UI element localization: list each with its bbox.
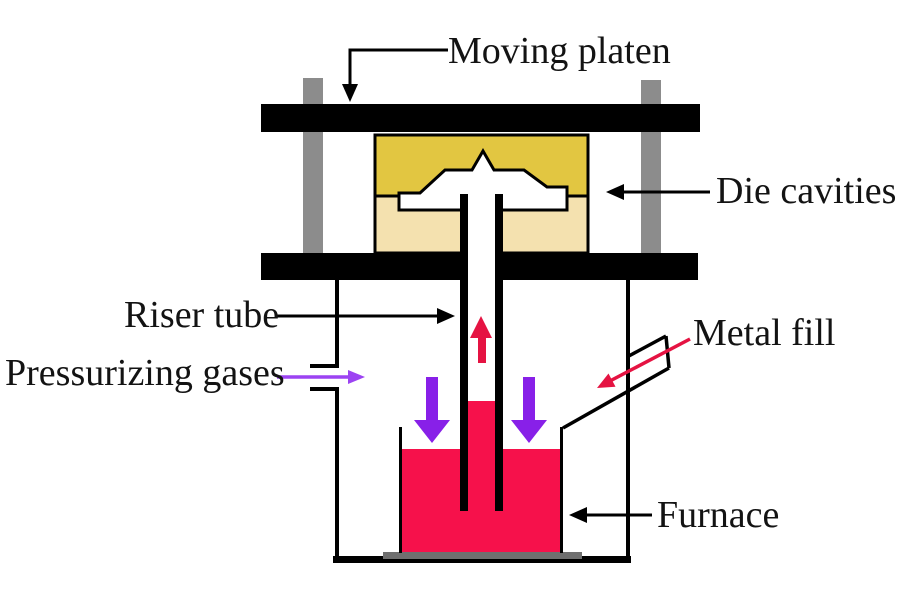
metal-fill-arrow-shaft <box>607 337 691 384</box>
furnace-label: Furnace <box>657 494 779 536</box>
moving-platen-bar <box>261 104 700 132</box>
crucible-left-wall <box>399 427 402 553</box>
riser-tube-label: Riser tube <box>124 294 279 336</box>
metal-rise-arrow <box>470 316 492 363</box>
gas-pressure-arrow-right <box>511 377 547 443</box>
metal-fill-label: Metal fill <box>693 312 835 354</box>
die-cavities-label: Die cavities <box>716 170 896 212</box>
crucible-right-wall <box>560 427 563 553</box>
pressurizing-gases-label: Pressurizing gases <box>5 352 285 394</box>
crucible-base-plate <box>383 552 582 559</box>
gas-pressure-arrow-left <box>414 377 450 443</box>
moving-platen-label: Moving platen <box>448 30 671 72</box>
sprue-channel <box>468 208 495 284</box>
die-cavity-shape <box>397 148 569 212</box>
riser-tube-metal-column <box>468 401 495 551</box>
furnace-pointer-arrowhead <box>569 507 587 523</box>
fill-chute-lower-line <box>562 366 670 430</box>
riser-tube-pointer-arrowhead <box>437 308 455 324</box>
gas-inlet-stub-bottom <box>310 387 339 391</box>
gas-inlet-stub-top <box>310 364 339 368</box>
furnace-right-wall <box>626 280 630 557</box>
fill-chute-upper-line <box>626 334 667 359</box>
furnace-bottom-wall <box>333 556 631 563</box>
riser-tube-left-wall <box>460 194 468 511</box>
riser-tube-right-wall <box>495 194 503 511</box>
furnace-left-wall-lower <box>335 387 339 557</box>
die-cavities-pointer-arrowhead <box>606 184 624 200</box>
metal-fill-arrow-head <box>597 373 616 388</box>
furnace-left-wall-upper <box>335 280 339 368</box>
moving-platen-pointer-arrowhead <box>342 84 358 102</box>
gas-inlet-arrow-head <box>348 370 365 384</box>
moving-platen-pointer-line <box>348 48 448 88</box>
